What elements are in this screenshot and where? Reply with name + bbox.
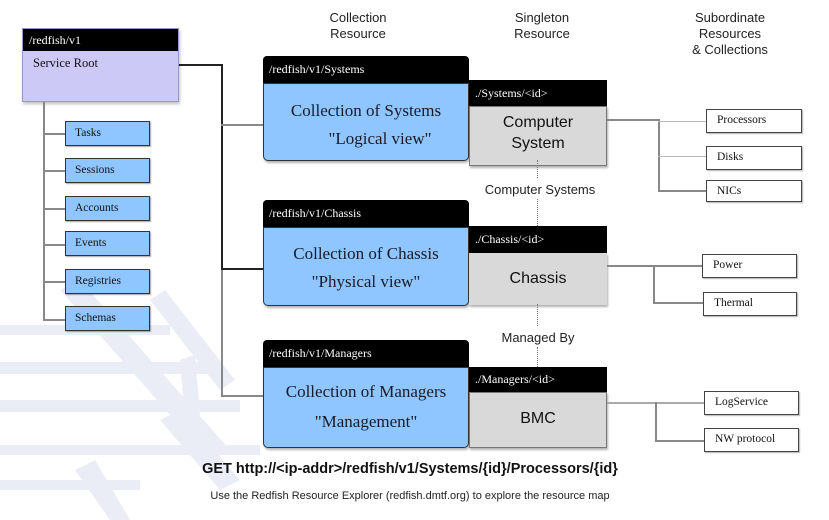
systems-collection-body: Collection of Systems "Logical view" (263, 83, 469, 161)
subordinate-thermal[interactable]: Thermal (703, 292, 797, 316)
connector-line (653, 265, 655, 303)
header-line: Resources (698, 26, 762, 41)
relation-line (537, 199, 538, 226)
connector-line (653, 302, 703, 304)
bmc-singleton[interactable]: ./Managers/<id> BMC (469, 367, 607, 448)
service-root-path: /redfish/v1 (23, 29, 178, 51)
subordinate-processors[interactable]: Processors (706, 109, 802, 133)
managers-collection-path: /redfish/v1/Managers (263, 340, 469, 367)
managers-collection[interactable]: /redfish/v1/Managers Collection of Manag… (263, 340, 469, 448)
relation-line (537, 347, 538, 367)
subordinate-power[interactable]: Power (702, 254, 797, 278)
connector-line (43, 170, 65, 172)
managers-collection-title: Collection of Managers (285, 382, 447, 401)
bmc-singleton-body: BMC (469, 392, 607, 448)
chassis-singleton-path: ./Chassis/<id> (469, 226, 607, 253)
header-line: Collection (329, 10, 387, 25)
connector-line (43, 133, 65, 135)
chassis-collection-subtitle: "Physical view" (311, 272, 421, 291)
computer-system-path: ./Systems/<id> (469, 80, 607, 106)
service-child-sessions[interactable]: Sessions (65, 158, 150, 183)
connector-line (607, 119, 659, 121)
service-child-schemas[interactable]: Schemas (65, 306, 150, 331)
service-child-events[interactable]: Events (65, 231, 150, 256)
connector-line (221, 395, 263, 397)
bmc-singleton-path: ./Managers/<id> (469, 367, 607, 392)
header-line: Resource (514, 26, 570, 41)
header-line: Singleton (514, 10, 570, 25)
chassis-collection-path: /redfish/v1/Chassis (263, 200, 469, 227)
connector-line (655, 440, 704, 442)
relation-computer-systems: Computer Systems (484, 182, 596, 197)
subordinate-nw-protocol[interactable]: NW protocol (704, 428, 799, 452)
chassis-singleton[interactable]: ./Chassis/<id> Chassis (469, 226, 607, 305)
managers-collection-body: Collection of Managers "Management" (263, 367, 469, 448)
header-collection-resource: Collection Resource (313, 10, 403, 42)
header-line: & Collections (692, 42, 768, 57)
chassis-singleton-body: Chassis (469, 253, 607, 305)
connector-line (43, 319, 65, 321)
managers-collection-subtitle: "Management" (314, 412, 418, 431)
computer-system-body: Computer System (469, 106, 607, 166)
bmc-singleton-label: BMC (520, 410, 556, 427)
systems-collection-path: /redfish/v1/Systems (263, 56, 469, 83)
systems-collection-title: Collection of Systems (290, 101, 442, 120)
footer-note: Use the Redfish Resource Explorer (redfi… (210, 490, 610, 502)
service-child-registries[interactable]: Registries (65, 269, 150, 294)
connector-line (43, 281, 65, 283)
connector-line (43, 102, 45, 320)
computer-system-label: Computer (502, 114, 574, 131)
chassis-singleton-label: Chassis (509, 270, 567, 287)
header-line: Subordinate (694, 10, 766, 25)
connector-line (655, 402, 657, 440)
connector-line (658, 156, 706, 157)
chassis-collection-title: Collection of Chassis (293, 244, 439, 263)
connector-line (221, 64, 223, 268)
subordinate-disks[interactable]: Disks (706, 146, 802, 170)
service-child-tasks[interactable]: Tasks (65, 121, 150, 146)
service-root-label: Service Root (33, 56, 98, 70)
header-subordinate-resources: Subordinate Resources & Collections (670, 10, 790, 58)
relation-line (537, 160, 538, 178)
systems-collection[interactable]: /redfish/v1/Systems Collection of System… (263, 56, 469, 161)
subordinate-nics[interactable]: NICs (706, 180, 802, 202)
computer-system-singleton[interactable]: ./Systems/<id> Computer System (469, 80, 607, 166)
connector-line (43, 244, 65, 246)
service-root-box[interactable]: /redfish/v1 Service Root (22, 28, 179, 102)
connector-line (178, 64, 222, 66)
chassis-collection-body: Collection of Chassis "Physical view" (263, 227, 469, 306)
connector-line (658, 190, 706, 192)
connector-line (607, 265, 702, 267)
connector-line (658, 119, 660, 191)
get-request-example: GET http://<ip-addr>/redfish/v1/Systems/… (202, 461, 618, 477)
relation-managed-by: Managed By (501, 330, 575, 345)
connector-line (43, 208, 65, 210)
header-singleton-resource: Singleton Resource (497, 10, 587, 42)
computer-system-label: System (511, 135, 565, 152)
connector-line (221, 124, 263, 126)
service-child-accounts[interactable]: Accounts (65, 196, 150, 221)
chassis-collection[interactable]: /redfish/v1/Chassis Collection of Chassi… (263, 200, 469, 306)
subordinate-logservice[interactable]: LogService (704, 391, 799, 415)
connector-line (658, 121, 706, 122)
systems-collection-subtitle: "Logical view" (328, 129, 432, 148)
connector-line (221, 268, 263, 270)
header-line: Resource (330, 26, 386, 41)
relation-line (537, 304, 538, 326)
connector-line (221, 268, 223, 396)
